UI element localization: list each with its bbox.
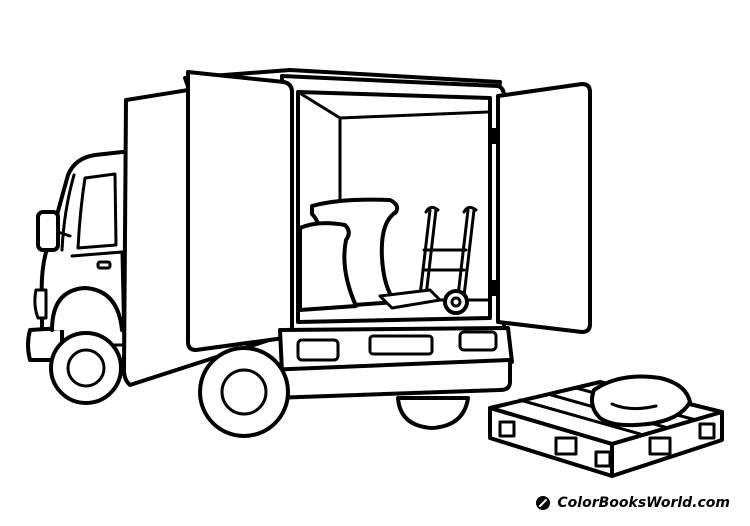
front-wheel — [49, 286, 124, 405]
rear-bumper — [262, 326, 514, 400]
sack-on-pallet — [590, 374, 692, 428]
watermark-text: ColorBooksWorld.com — [557, 495, 730, 511]
right-rear-door — [496, 82, 592, 334]
brush-logo-icon — [536, 496, 551, 510]
left-rear-door — [186, 70, 294, 352]
site-watermark: ColorBooksWorld.com — [535, 492, 730, 514]
rear-wheels — [198, 346, 470, 438]
hand-truck — [378, 205, 478, 315]
cargo-sacks — [298, 197, 400, 312]
